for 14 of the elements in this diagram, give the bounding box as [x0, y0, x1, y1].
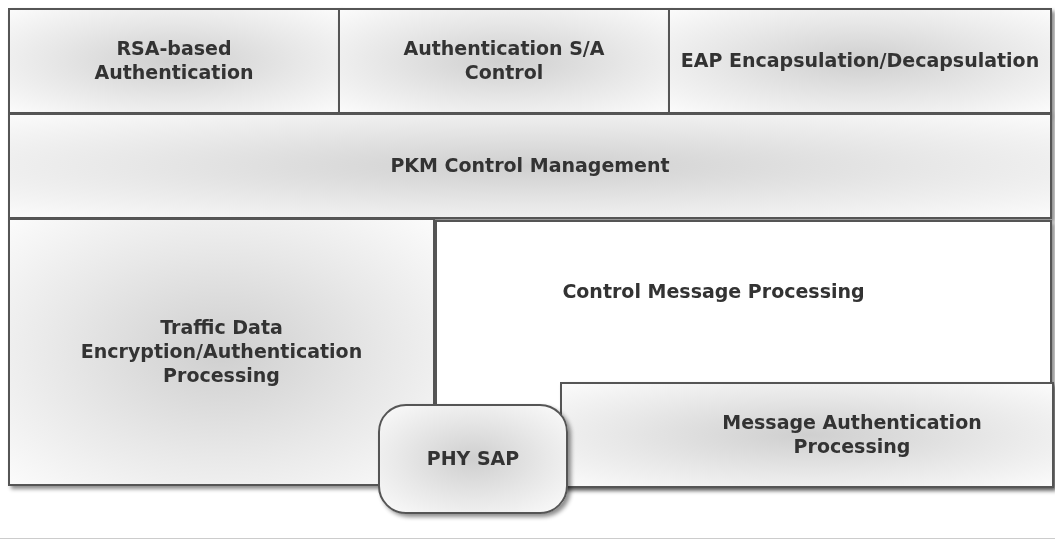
layer-box: [560, 382, 1054, 488]
layer-label: EAP Encapsulation/Decapsulation: [680, 49, 1040, 73]
layer-label: Authentication S/A Control: [402, 37, 606, 85]
layer-label: Control Message Processing: [562, 280, 865, 304]
layer-label: RSA-based Authentication: [93, 37, 255, 85]
layer-label: PKM Control Management: [390, 154, 670, 178]
layer-label: PHY SAP: [426, 447, 520, 471]
layer-box: [668, 8, 1052, 114]
layer-box: [338, 8, 670, 114]
layer-label: Message Authentication Processing: [721, 411, 983, 459]
layer-box: [8, 113, 1052, 219]
layer-box: [378, 404, 568, 514]
layer-box: [8, 8, 340, 114]
layer-label: Traffic Data Encryption/Authentication Processing: [79, 316, 364, 388]
